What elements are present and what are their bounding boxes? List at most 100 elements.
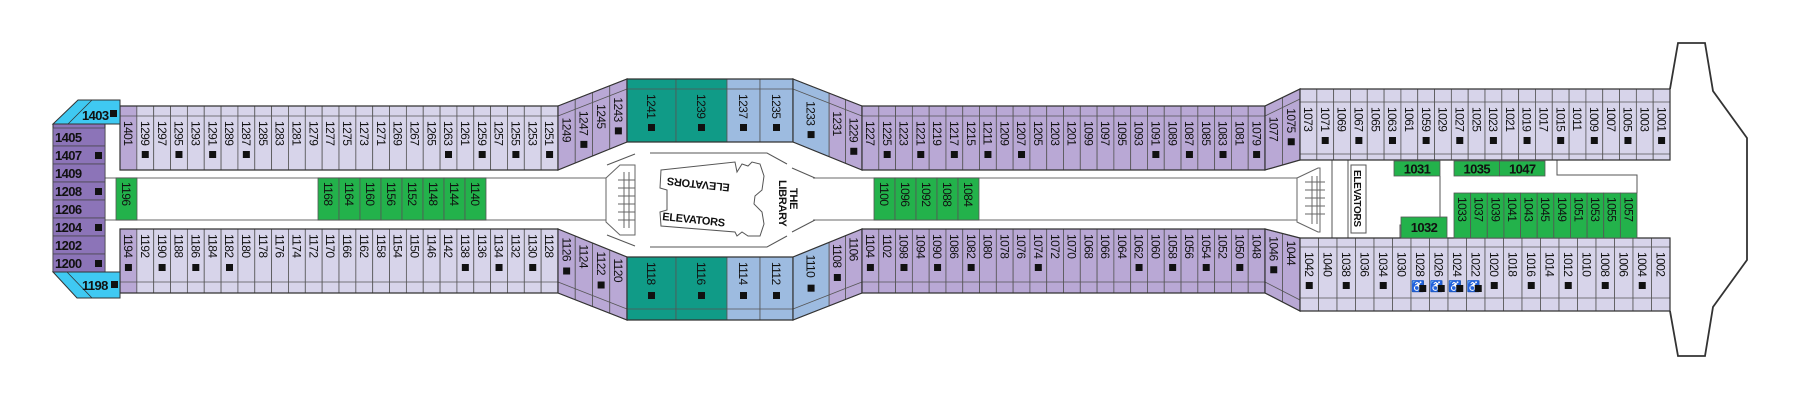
cabin-1099[interactable]: 1099 bbox=[1079, 105, 1098, 171]
cabin-1231[interactable]: 1231 bbox=[828, 92, 846, 164]
cabin-1194[interactable]: 1194 bbox=[119, 228, 138, 294]
cabin-1243[interactable]: 1243 bbox=[609, 78, 628, 150]
cabin-1035[interactable]: 1035 bbox=[1453, 160, 1500, 177]
cabin-1024[interactable]: 1024♿ bbox=[1447, 237, 1467, 312]
cabin-1078[interactable]: 1078 bbox=[995, 228, 1014, 294]
cabin-1085[interactable]: 1085 bbox=[1197, 105, 1216, 171]
cabin-1271[interactable]: 1271 bbox=[372, 105, 390, 171]
cabin-1023[interactable]: 1023 bbox=[1484, 88, 1503, 161]
cabin-1401[interactable]: 1401 bbox=[119, 105, 138, 171]
cabin-1064[interactable]: 1064 bbox=[1113, 228, 1132, 294]
cabin-1022[interactable]: 1022♿ bbox=[1466, 237, 1486, 312]
cabin-1094[interactable]: 1094 bbox=[911, 228, 930, 294]
cabin-1068[interactable]: 1068 bbox=[1079, 228, 1098, 294]
cabin-1097[interactable]: 1097 bbox=[1096, 105, 1115, 171]
cabin-1136[interactable]: 1136 bbox=[473, 228, 492, 294]
cabin-1263[interactable]: 1263 bbox=[439, 105, 458, 171]
cabin-1074[interactable]: 1074 bbox=[1029, 228, 1048, 294]
cabin-1053[interactable]: 1053 bbox=[1586, 192, 1605, 239]
cabin-1148[interactable]: 1148 bbox=[422, 177, 445, 221]
cabin-1002[interactable]: 1002 bbox=[1651, 237, 1671, 312]
cabin-1041[interactable]: 1041 bbox=[1503, 192, 1521, 239]
cabin-1106[interactable]: 1106 bbox=[845, 228, 863, 301]
cabin-1032[interactable]: 1032 bbox=[1400, 216, 1448, 239]
cabin-1028[interactable]: 1028♿ bbox=[1410, 237, 1430, 312]
cabin-1184[interactable]: 1184 bbox=[203, 228, 222, 294]
cabin-1174[interactable]: 1174 bbox=[288, 228, 306, 294]
cabin-1172[interactable]: 1172 bbox=[304, 228, 323, 294]
cabin-1033[interactable]: 1033 bbox=[1453, 192, 1472, 239]
cabin-1027[interactable]: 1027 bbox=[1450, 88, 1469, 161]
cabin-1098[interactable]: 1098 bbox=[895, 228, 913, 294]
cabin-1102[interactable]: 1102 bbox=[878, 228, 896, 294]
cabin-1020[interactable]: 1020 bbox=[1484, 237, 1504, 312]
cabin-1138[interactable]: 1138 bbox=[456, 228, 475, 294]
cabin-1132[interactable]: 1132 bbox=[507, 228, 525, 294]
cabin-1025[interactable]: 1025 bbox=[1467, 88, 1486, 161]
cabin-1186[interactable]: 1186 bbox=[186, 228, 205, 294]
cabin-1293[interactable]: 1293 bbox=[186, 105, 205, 171]
cabin-1089[interactable]: 1089 bbox=[1163, 105, 1182, 171]
cabin-1287[interactable]: 1287 bbox=[237, 105, 256, 171]
cabin-1247[interactable]: 1247 bbox=[574, 91, 593, 164]
cabin-1275[interactable]: 1275 bbox=[338, 105, 357, 171]
cabin-1091[interactable]: 1091 bbox=[1147, 105, 1165, 171]
cabin-1255[interactable]: 1255 bbox=[507, 105, 525, 171]
cabin-1202[interactable]: 1202 bbox=[52, 235, 106, 255]
cabin-1221[interactable]: 1221 bbox=[911, 105, 930, 171]
cabin-1080[interactable]: 1080 bbox=[979, 228, 997, 294]
cabin-1192[interactable]: 1192 bbox=[136, 228, 155, 294]
cabin-1070[interactable]: 1070 bbox=[1063, 228, 1081, 294]
cabin-1130[interactable]: 1130 bbox=[523, 228, 542, 294]
cabin-1215[interactable]: 1215 bbox=[962, 105, 980, 171]
cabin-1257[interactable]: 1257 bbox=[490, 105, 508, 171]
cabin-1128[interactable]: 1128 bbox=[540, 228, 559, 294]
cabin-1082[interactable]: 1082 bbox=[962, 228, 980, 294]
cabin-1040[interactable]: 1040 bbox=[1318, 237, 1338, 312]
cabin-1014[interactable]: 1014 bbox=[1540, 237, 1560, 312]
cabin-1029[interactable]: 1029 bbox=[1434, 88, 1452, 161]
cabin-1203[interactable]: 1203 bbox=[1046, 105, 1064, 171]
cabin-1096[interactable]: 1096 bbox=[894, 177, 917, 221]
cabin-1188[interactable]: 1188 bbox=[170, 228, 188, 294]
cabin-1405[interactable]: 1405 bbox=[52, 127, 106, 147]
cabin-1249[interactable]: 1249 bbox=[557, 98, 576, 171]
cabin-1150[interactable]: 1150 bbox=[405, 228, 424, 294]
cabin-1245[interactable]: 1245 bbox=[592, 85, 611, 157]
cabin-1146[interactable]: 1146 bbox=[422, 228, 441, 294]
cabin-1164[interactable]: 1164 bbox=[338, 177, 361, 221]
cabin-1201[interactable]: 1201 bbox=[1063, 105, 1081, 171]
cabin-1001[interactable]: 1001 bbox=[1652, 88, 1671, 161]
cabin-1092[interactable]: 1092 bbox=[915, 177, 938, 221]
cabin-1058[interactable]: 1058 bbox=[1163, 228, 1182, 294]
cabin-1059[interactable]: 1059 bbox=[1417, 88, 1435, 161]
cabin-1067[interactable]: 1067 bbox=[1350, 88, 1368, 161]
cabin-1088[interactable]: 1088 bbox=[936, 177, 959, 221]
cabin-1158[interactable]: 1158 bbox=[372, 228, 390, 294]
cabin-1019[interactable]: 1019 bbox=[1518, 88, 1536, 161]
cabin-1267[interactable]: 1267 bbox=[405, 105, 424, 171]
cabin-1003[interactable]: 1003 bbox=[1635, 88, 1654, 161]
cabin-1251[interactable]: 1251 bbox=[540, 105, 559, 171]
cabin-1017[interactable]: 1017 bbox=[1535, 88, 1553, 161]
cabin-1079[interactable]: 1079 bbox=[1247, 105, 1266, 171]
cabin-1104[interactable]: 1104 bbox=[861, 228, 880, 294]
cabin-1007[interactable]: 1007 bbox=[1602, 88, 1620, 161]
cabin-1118[interactable]: 1118 bbox=[626, 256, 677, 321]
cabin-1093[interactable]: 1093 bbox=[1130, 105, 1148, 171]
cabin-1124[interactable]: 1124 bbox=[574, 235, 593, 308]
cabin-1010[interactable]: 1010 bbox=[1577, 237, 1597, 312]
cabin-1060[interactable]: 1060 bbox=[1147, 228, 1165, 294]
cabin-1200[interactable]: 1200 bbox=[52, 253, 106, 273]
cabin-1299[interactable]: 1299 bbox=[136, 105, 155, 171]
cabin-1407[interactable]: 1407 bbox=[52, 145, 106, 165]
cabin-1134[interactable]: 1134 bbox=[490, 228, 508, 294]
cabin-1047[interactable]: 1047 bbox=[1499, 160, 1546, 177]
cabin-1081[interactable]: 1081 bbox=[1231, 105, 1249, 171]
cabin-1066[interactable]: 1066 bbox=[1096, 228, 1115, 294]
cabin-1237[interactable]: 1237 bbox=[726, 78, 761, 143]
cabin-1056[interactable]: 1056 bbox=[1180, 228, 1199, 294]
cabin-1049[interactable]: 1049 bbox=[1553, 192, 1571, 239]
cabin-1052[interactable]: 1052 bbox=[1214, 228, 1232, 294]
cabin-1004[interactable]: 1004 bbox=[1632, 237, 1652, 312]
